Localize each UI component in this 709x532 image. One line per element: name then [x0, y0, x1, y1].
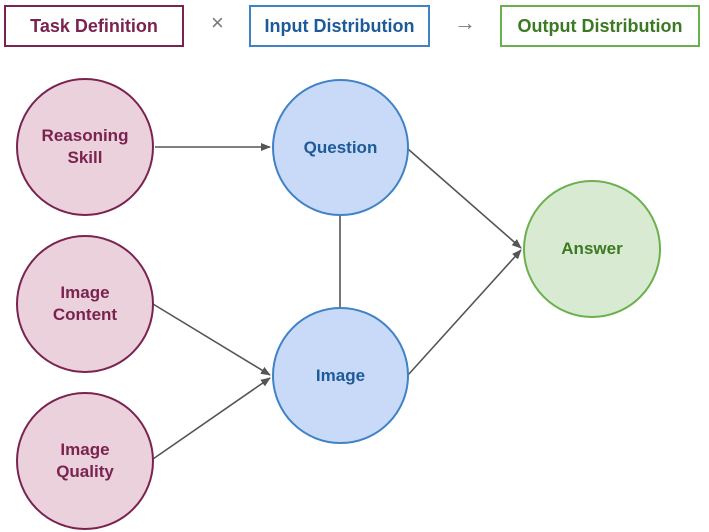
edge-quality-to-image	[152, 377, 271, 460]
legend-input-label: Input Distribution	[264, 15, 415, 36]
legend-task-label: Task Definition	[30, 15, 158, 36]
node-image-content: Image Content	[16, 235, 154, 373]
node-image-content-label: Image Content	[52, 283, 118, 324]
edge-question-to-answer	[407, 148, 522, 249]
node-image-quality: Image Quality	[16, 392, 154, 530]
legend-input-distribution: Input Distribution	[249, 5, 430, 47]
node-image: Image	[272, 307, 409, 444]
node-image-quality-label: Image Quality	[56, 440, 114, 481]
edge-content-to-image	[152, 303, 271, 376]
node-answer-label: Answer	[561, 239, 623, 258]
legend-task-definition: Task Definition	[4, 5, 184, 47]
node-question: Question	[272, 79, 409, 216]
node-answer: Answer	[523, 180, 661, 318]
legend-output-distribution: Output Distribution	[500, 5, 700, 47]
node-question-label: Question	[303, 137, 378, 157]
node-image-label: Image	[315, 365, 366, 385]
legend-output-label: Output Distribution	[517, 15, 683, 36]
node-reasoning-skill: Reasoning Skill	[16, 78, 154, 216]
edge-image-to-answer	[407, 249, 522, 376]
legend-times-operator: ×	[211, 10, 224, 35]
node-reasoning-skill-label: Reasoning Skill	[41, 126, 129, 167]
legend-arrow-operator: →	[454, 10, 476, 35]
